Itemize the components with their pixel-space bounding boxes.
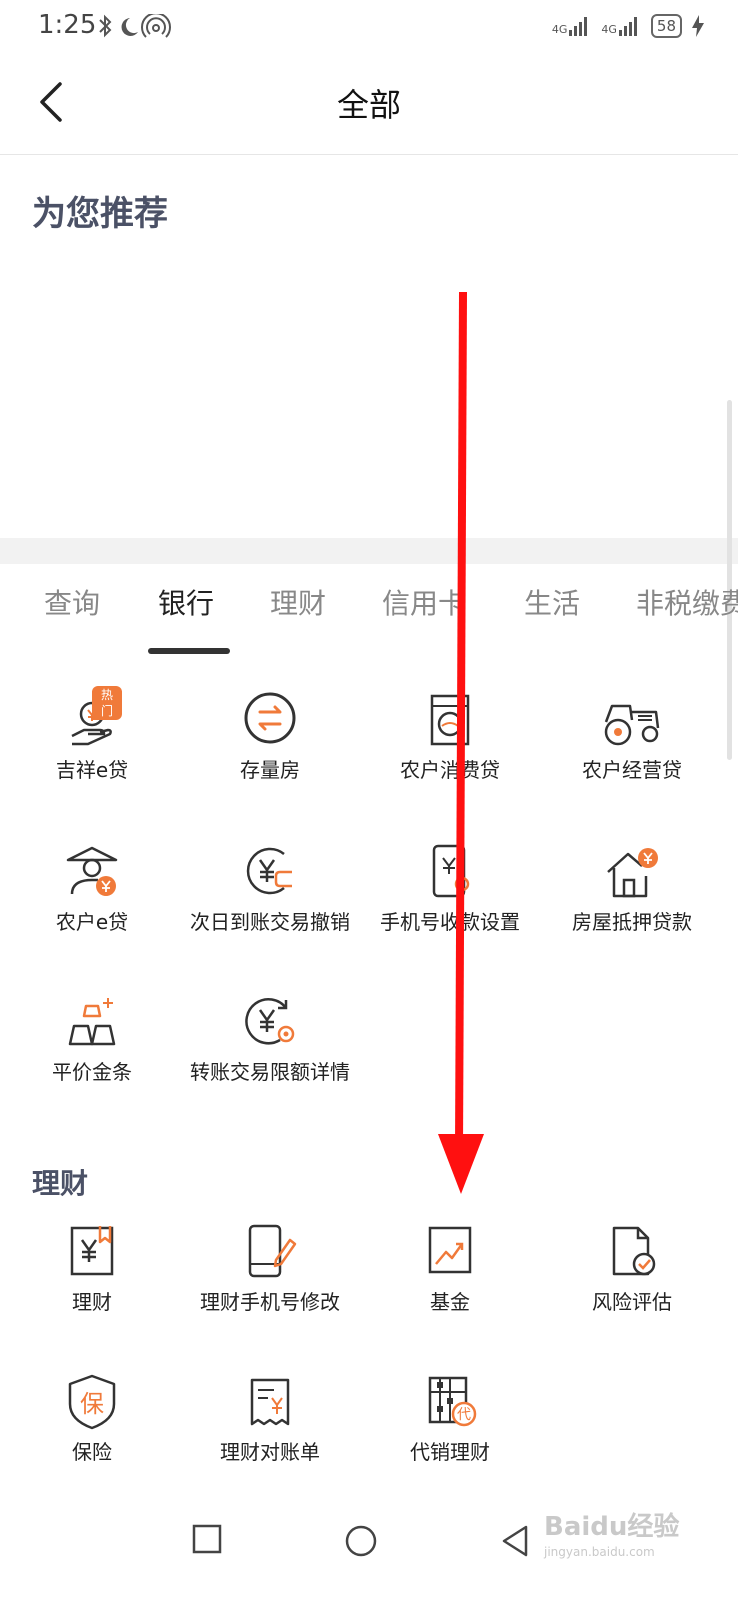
section-title-finance: 理财 [32, 1167, 89, 1200]
abacus-glyph: 代 [457, 1407, 471, 1423]
grid-item-label: 房屋抵押贷款 [572, 910, 692, 934]
grid-item-label: 代销理财 [410, 1440, 490, 1464]
grid-item-wealth-management[interactable]: 理财 [0, 1224, 184, 1315]
shield-glyph: 保 [80, 1390, 104, 1418]
recent-apps-icon[interactable] [192, 1524, 222, 1554]
grid-item-insurance[interactable]: 保 保险 [0, 1374, 184, 1465]
header-divider [0, 154, 738, 155]
tab-bank[interactable]: 银行 [158, 587, 215, 620]
hot-badge: 热门 [92, 686, 122, 720]
grid-item-label: 农户经营贷 [582, 758, 682, 782]
baidu-watermark: Baidu经验 jingyan.baidu.com [544, 1506, 694, 1559]
grid-item-gold-bars[interactable]: 平价金条 [0, 994, 184, 1085]
back-triangle-icon[interactable] [500, 1524, 530, 1558]
network-type: 4G [551, 23, 568, 36]
grid-item-farmer-e-loan[interactable]: 农户e贷 [0, 844, 184, 935]
grid-item-next-day-cancel[interactable]: 次日到账交易撤销 [178, 844, 362, 935]
washing-machine-icon [430, 694, 470, 746]
tab-non-tax-payment[interactable]: 非税缴费 [636, 587, 738, 620]
tractor-icon [604, 704, 660, 746]
status-time: 1:25 [38, 10, 97, 40]
farmer-yuan-icon [66, 846, 118, 896]
charging-icon [692, 15, 704, 37]
grid-item-transfer-limit[interactable]: 转账交易限额详情 [178, 994, 362, 1085]
status-right: 4G 4G 58 [552, 12, 704, 40]
grid-item-label: 吉祥e贷 [55, 758, 129, 782]
grid-item-label: 平价金条 [52, 1060, 132, 1084]
grid-item-label: 保险 [72, 1440, 112, 1464]
bluetooth-icon [99, 14, 112, 38]
scrollbar[interactable] [727, 400, 732, 760]
grid-item-mortgage-loan[interactable]: 房屋抵押贷款 [540, 844, 724, 935]
abacus-dai-icon: 代 [428, 1376, 477, 1427]
grid-item-label: 理财 [72, 1290, 112, 1314]
home-circle-icon[interactable] [344, 1524, 378, 1558]
signal-icon-2: 4G [601, 16, 641, 36]
grid-item-label: 次日到账交易撤销 [190, 910, 350, 934]
tab-life[interactable]: 生活 [524, 587, 581, 620]
exchange-circle-icon [244, 692, 296, 744]
grid-item-label: 风险评估 [592, 1290, 672, 1314]
trend-chart-icon [428, 1226, 472, 1274]
tab-finance[interactable]: 理财 [270, 587, 327, 620]
grid-item-label: 农户e贷 [55, 910, 129, 934]
phone-edit-icon [248, 1224, 297, 1278]
section-separator [0, 538, 738, 564]
back-arrow-icon[interactable] [36, 82, 64, 122]
page-title: 全部 [336, 86, 401, 124]
grid-item-existing-housing[interactable]: 存量房 [178, 692, 362, 783]
grid-item-farmer-business-loan[interactable]: 农户经营贷 [540, 692, 724, 783]
grid-item-phone-receipt-settings[interactable]: 手机号收款设置 [358, 844, 542, 935]
receipt-yuan-icon [250, 1378, 290, 1426]
signal-icon: 4G [552, 16, 592, 36]
grid-item-label: 农户消费贷 [400, 758, 500, 782]
category-tabs: 查询 银行 理财 信用卡 生活 非税缴费 [0, 582, 738, 642]
battery-indicator: 58 [650, 14, 682, 38]
section-title-recommend: 为您推荐 [32, 194, 168, 234]
moon-icon [121, 18, 138, 36]
phone-settings-icon [432, 844, 470, 898]
shield-bao-icon: 保 [68, 1374, 116, 1430]
grid-item-label: 基金 [430, 1290, 470, 1314]
grid-item-jixiang-e-loan[interactable]: 热门 吉祥e贷 [0, 686, 184, 783]
grid-item-risk-assessment[interactable]: 风险评估 [540, 1224, 724, 1315]
grid-item-label: 存量房 [240, 758, 300, 782]
watermark-brand: Baidu经验 [544, 1512, 680, 1542]
network-type-2: 4G [601, 23, 617, 36]
watermark-url: jingyan.baidu.com [544, 1545, 655, 1559]
active-tab-indicator [148, 648, 230, 654]
document-check-icon [612, 1226, 656, 1276]
grid-item-label: 理财手机号修改 [200, 1290, 340, 1314]
annotation-arrow-head [438, 1134, 484, 1194]
grid-item-label: 转账交易限额详情 [190, 1060, 350, 1084]
house-yuan-icon [607, 848, 658, 898]
grid-item-label: 手机号收款设置 [380, 910, 520, 934]
yuan-bookmark-icon [70, 1226, 114, 1276]
yuan-gear-icon [245, 998, 295, 1045]
grid-item-agency-finance[interactable]: 代 代销理财 [358, 1374, 542, 1465]
yuan-undo-icon [246, 847, 292, 895]
status-icons [99, 14, 171, 38]
tab-query[interactable]: 查询 [44, 587, 101, 620]
grid-item-finance-statement[interactable]: 理财对账单 [178, 1374, 362, 1465]
grid-item-label: 理财对账单 [220, 1440, 320, 1464]
tab-credit-card[interactable]: 信用卡 [382, 587, 467, 620]
grid-item-finance-phone-change[interactable]: 理财手机号修改 [178, 1224, 362, 1315]
gold-bars-icon [68, 998, 116, 1046]
grid-item-farmer-consumer-loan[interactable]: 农户消费贷 [358, 692, 542, 783]
hotspot-icon [141, 14, 171, 38]
grid-item-fund[interactable]: 基金 [358, 1224, 542, 1315]
